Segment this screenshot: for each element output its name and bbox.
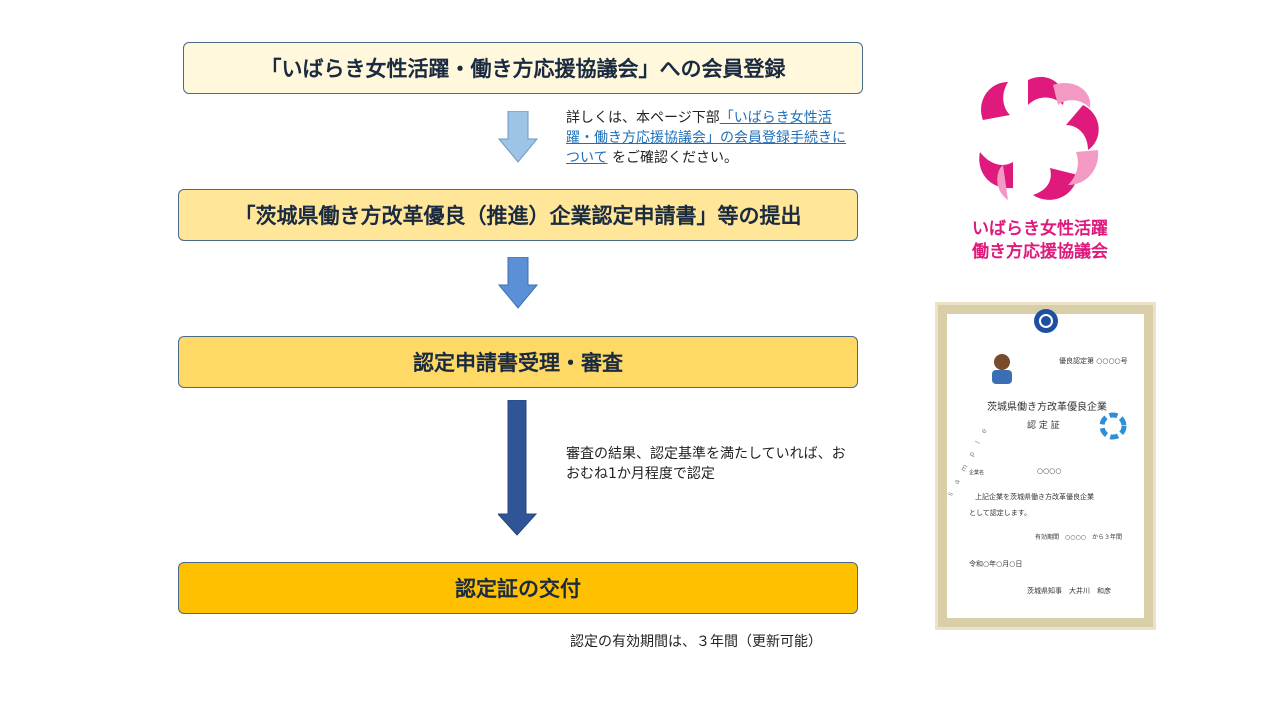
sample-watermark: sample — [946, 418, 994, 498]
step-label: 「茨城県働き方改革優良（推進）企業認定申請書」等の提出 — [234, 204, 802, 228]
council-logo-icon — [979, 76, 1099, 200]
step-label: 「いばらき女性活躍・働き方応援協議会」への会員登録 — [260, 57, 786, 81]
certificate-sample-image: 優良認定第 ○○○○号 茨城県働き方改革優良企業 認 定 証 企業名 ○○○○ … — [935, 302, 1156, 630]
arrow-down-icon — [498, 400, 538, 536]
step-label: 認定証の交付 — [455, 577, 581, 601]
registration-note: 詳しくは、本ページ下部「いばらき女性活躍・働き方応援協議会」の会員登録手続きにつ… — [566, 110, 846, 166]
council-logo-text: いばらき女性活躍働き方応援協議会 — [972, 219, 1108, 262]
certified-company-mark-icon — [1099, 412, 1127, 440]
registration-procedure-link[interactable]: 「いばらき女性活躍・働き方応援協議会」の会員登録手続きについて — [566, 110, 846, 166]
step-3-review: 認定申請書受理・審査 — [178, 336, 858, 388]
emblem-icon — [1034, 309, 1058, 333]
arrow-down-icon — [498, 111, 538, 163]
validity-note: 認定の有効期間は、３年間（更新可能） — [570, 634, 822, 650]
step-4-certificate-issuance: 認定証の交付 — [178, 562, 858, 614]
review-note: 審査の結果、認定基準を満たしていれば、おおむね1か月程度で認定 — [566, 446, 846, 482]
step-label: 認定申請書受理・審査 — [413, 351, 623, 375]
mascot-icon — [992, 354, 1012, 384]
step-1-member-registration: 「いばらき女性活躍・働き方応援協議会」への会員登録 — [183, 42, 863, 94]
step-2-application-submission: 「茨城県働き方改革優良（推進）企業認定申請書」等の提出 — [178, 189, 858, 241]
arrow-down-icon — [498, 257, 538, 309]
